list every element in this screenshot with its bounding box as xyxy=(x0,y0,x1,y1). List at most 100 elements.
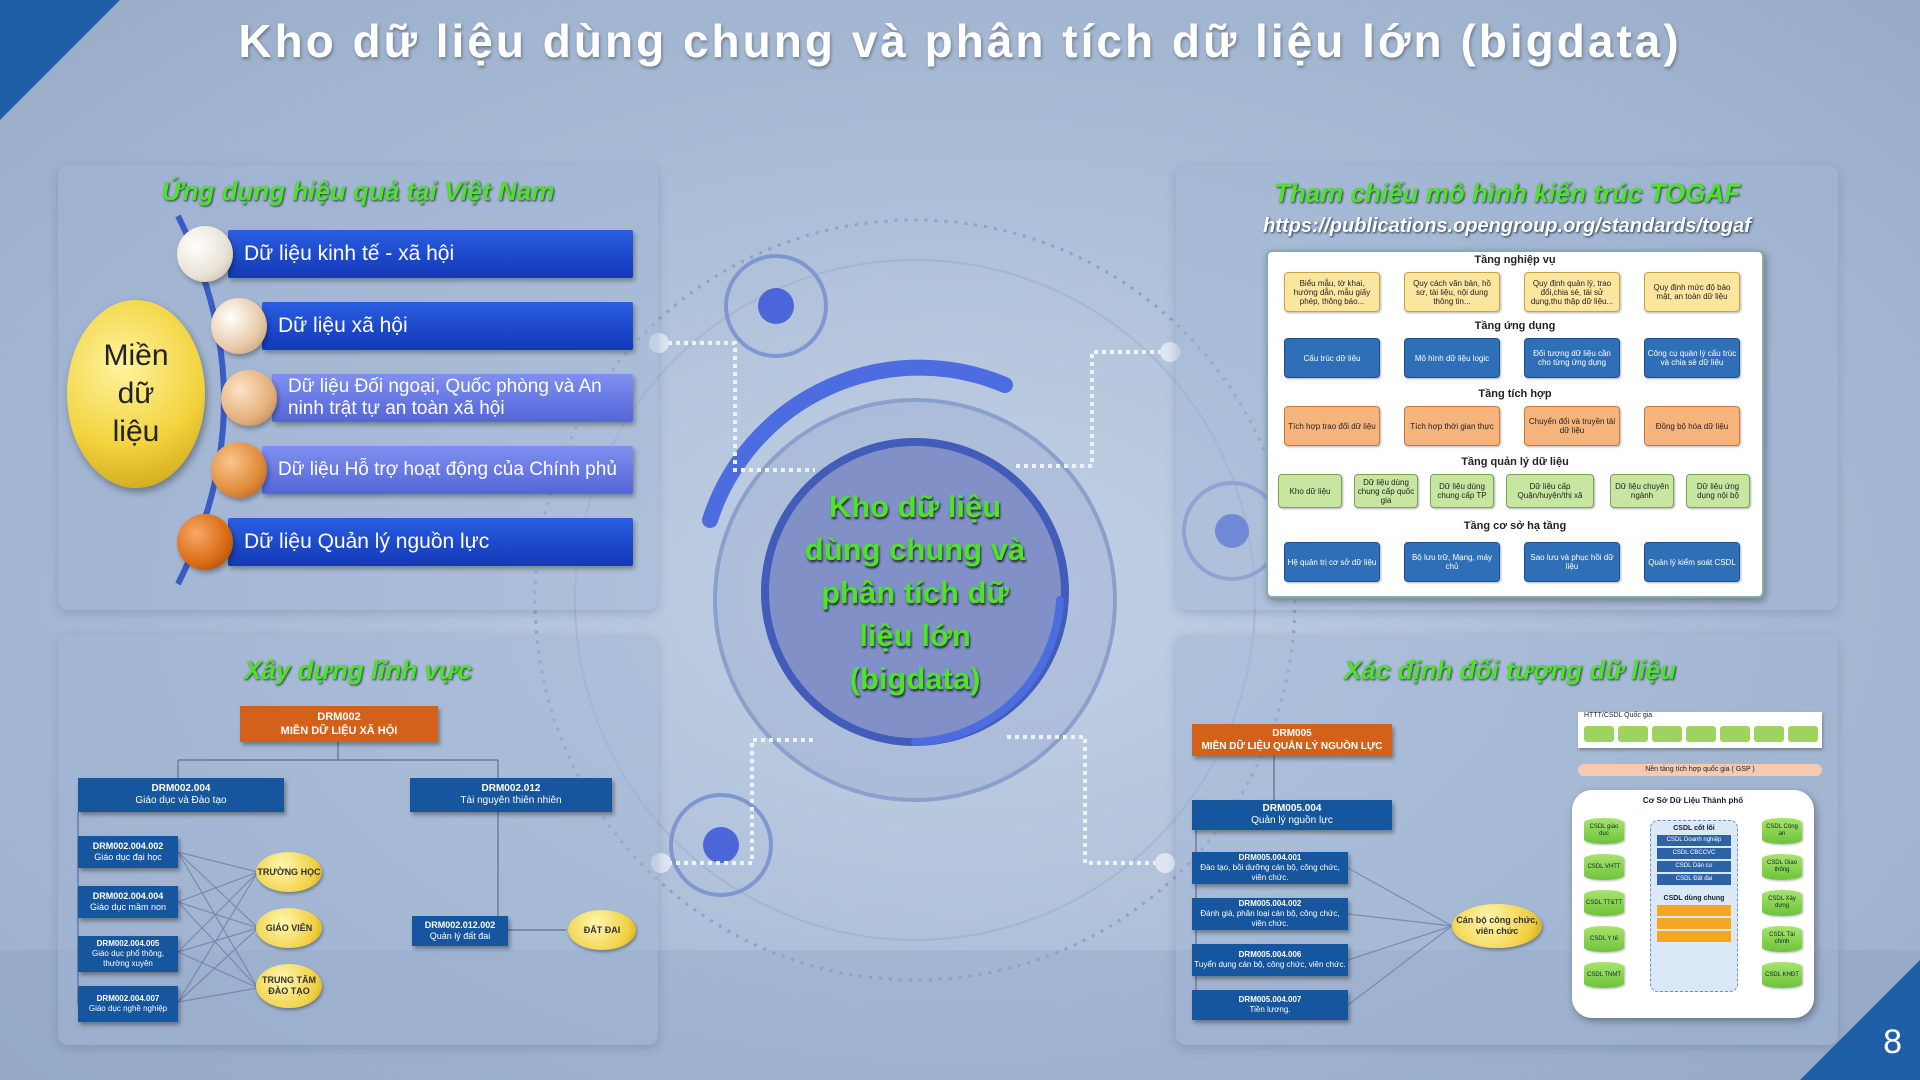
org-code: DRM002.004.004 xyxy=(92,891,164,901)
csdl-core-item: CSDL Đất đai xyxy=(1657,874,1731,885)
field-leaf: DRM002.004.007 Giáo dục nghề nghiệp xyxy=(78,986,178,1022)
togaf-box: Kho dữ liệu xyxy=(1278,474,1342,508)
domain-ball xyxy=(211,298,267,354)
object-leaf: DRM005.004.001 Đào tạo, bồi dưỡng cán bộ… xyxy=(1192,852,1348,884)
csdl-chip xyxy=(1584,726,1614,742)
object-leaf: DRM005.004.006 Tuyển dụng cán bộ, công c… xyxy=(1192,944,1348,976)
csdl-cylinder: CSDL TT&TT xyxy=(1584,890,1624,916)
object-node: DRM005.004 Quản lý nguồn lực xyxy=(1192,800,1392,830)
center-line: (bigdata) xyxy=(849,661,981,696)
csdl-national-label: HTTT/CSDL Quốc gia xyxy=(1584,712,1653,719)
field-entity-oval: TRUNG TÂM ĐÀO TẠO xyxy=(256,964,322,1008)
page-number: 8 xyxy=(1883,1023,1902,1061)
org-code: DRM002.012 xyxy=(481,783,541,794)
domain-bar: Dữ liệu Đối ngoại, Quốc phòng và An ninh… xyxy=(272,374,633,422)
field-root-box: DRM002 MIỀN DỮ LIỆU XÃ HỘI xyxy=(240,706,438,742)
togaf-box: Đồng bộ hóa dữ liệu xyxy=(1644,406,1740,446)
org-code: DRM002.004.005 xyxy=(96,939,160,948)
csdl-cylinder: CSDL VHTT xyxy=(1584,854,1624,880)
csdl-core-panel: CSDL cốt lõi CSDL Doanh nghiệp CSDL CBCC… xyxy=(1650,820,1738,992)
center-line: phân tích dữ xyxy=(821,575,1009,610)
field-leaf: DRM002.004.004 Giáo dục mầm non xyxy=(78,886,178,918)
domain-ball xyxy=(177,226,233,282)
org-name: Quản lý đất đai xyxy=(429,931,491,941)
csdl-cylinder: CSDL Công an xyxy=(1762,818,1802,844)
domain-label: Dữ liệu Đối ngoại, Quốc phòng và An ninh… xyxy=(288,376,602,419)
togaf-layer-title: Tầng cơ sở hạ tầng xyxy=(1463,520,1567,532)
csdl-core-item: CSDL Doanh nghiệp xyxy=(1657,835,1731,846)
togaf-box: Dữ liệu chuyên ngành xyxy=(1610,474,1674,508)
org-name: Giáo dục mầm non xyxy=(89,902,167,912)
panel-togaf-title: Tham chiếu mô hình kiến trúc TOGAF xyxy=(1273,178,1741,208)
org-name: Tuyển dụng cán bộ, công chức, viên chức. xyxy=(1194,960,1346,969)
togaf-diagram: Tầng nghiệp vụ Biểu mẫu, tờ khai, hướng … xyxy=(1266,250,1764,598)
domain-ball xyxy=(177,514,233,570)
data-domain-hub: Miền dữ liệu xyxy=(67,300,205,488)
togaf-box: Quy định quản lý, trao đổi,chia sẻ, tái … xyxy=(1524,272,1620,312)
togaf-layer-title: Tầng tích hợp xyxy=(1478,388,1552,400)
togaf-box: Tích hợp trao đổi dữ liệu xyxy=(1284,406,1380,446)
domain-ball xyxy=(221,370,277,426)
togaf-layer-title: Tầng nghiệp vụ xyxy=(1474,254,1556,266)
csdl-national-bar: HTTT/CSDL Quốc gia xyxy=(1578,712,1822,748)
field-entity-oval: ĐẤT ĐAI xyxy=(568,910,636,950)
field-entity-oval: TRƯỜNG HỌC xyxy=(256,852,322,892)
togaf-box: Chuyển đổi và truyền tải dữ liệu xyxy=(1524,406,1620,446)
center-line: Kho dữ liệu xyxy=(828,489,1002,524)
csdl-national-chips xyxy=(1584,726,1818,742)
domain-ball xyxy=(211,442,267,498)
togaf-box: Dữ liệu cấp Quận/huyện/thị xã xyxy=(1506,474,1594,508)
domain-label: Dữ liệu Hỗ trợ hoạt động của Chính phủ xyxy=(278,459,617,480)
object-entity-oval: Cán bộ công chức, viên chức xyxy=(1452,904,1542,948)
center-line: liệu lớn xyxy=(859,618,971,653)
field-entity-oval: GIÁO VIÊN xyxy=(256,908,322,948)
domain-bar: Dữ liệu xã hội xyxy=(262,302,633,350)
csdl-cylinder: CSDL giáo dục xyxy=(1584,818,1624,844)
csdl-cylinder: CSDL KHĐT xyxy=(1762,962,1802,988)
org-name: Quản lý nguồn lực xyxy=(1251,815,1333,826)
togaf-box: Dữ liệu dùng chung cấp TP xyxy=(1430,474,1494,508)
org-code: DRM002.004.002 xyxy=(92,841,164,851)
center-title: Kho dữ liệu dùng chung và phân tích dữ l… xyxy=(765,485,1065,700)
corner-accent-top-left xyxy=(0,0,120,120)
org-code: DRM002 xyxy=(317,711,361,723)
field-node: DRM002.004 Giáo dục và Đào tạo xyxy=(78,778,284,812)
togaf-url[interactable]: https://publications.opengroup.org/stand… xyxy=(1263,215,1751,237)
org-code: DRM002.004 xyxy=(151,783,211,794)
togaf-layer-title: Tầng quản lý dữ liệu xyxy=(1461,456,1569,468)
object-leaf: DRM005.004.007 Tiền lương. xyxy=(1192,990,1348,1020)
csdl-cylinder: CSDL Giao thông xyxy=(1762,854,1802,880)
org-name: Giáo dục nghề nghiệp xyxy=(88,1004,168,1013)
csdl-shared-item xyxy=(1657,931,1731,942)
center-line: dùng chung và xyxy=(804,532,1026,567)
togaf-layer-title: Tầng ứng dụng xyxy=(1474,320,1556,332)
page-title: Kho dữ liệu dùng chung và phân tích dữ l… xyxy=(238,15,1682,67)
hub-text: Miền xyxy=(103,339,169,372)
org-name: Tài nguyên thiên nhiên xyxy=(460,795,562,806)
field-node: DRM002.012 Tài nguyên thiên nhiên xyxy=(410,778,612,812)
org-code: DRM005.004.002 xyxy=(1238,899,1302,908)
csdl-cylinder: CSDL Y tế xyxy=(1584,926,1624,952)
gsp-bar: Nền tảng tích hợp quốc gia ( GSP ) xyxy=(1578,764,1822,776)
org-name: Đào tạo, bồi dưỡng cán bộ, công chức, vi… xyxy=(1200,863,1340,882)
org-code: DRM005.004.001 xyxy=(1238,853,1302,862)
hub-text: liệu xyxy=(112,415,160,448)
corner-accent-bottom-right xyxy=(1800,960,1920,1080)
togaf-box: Dữ liệu dùng chung cấp quốc gia xyxy=(1354,474,1418,508)
togaf-box: Hệ quản trị cơ sở dữ liệu xyxy=(1284,542,1380,582)
csdl-core-item: CSDL Dân cư xyxy=(1657,861,1731,872)
togaf-box: Đối tượng dữ liệu cần cho từng ứng dụng xyxy=(1524,338,1620,378)
org-code: DRM005.004.007 xyxy=(1238,995,1302,1004)
togaf-box: Quy cách văn bản, hồ sơ, tài liệu, nội d… xyxy=(1404,272,1500,312)
csdl-cylinder: CSDL TNMT xyxy=(1584,962,1624,988)
city-database-frame: Cơ Sở Dữ Liệu Thành phố CSDL cốt lõi CSD… xyxy=(1572,790,1814,1018)
domain-label: Dữ liệu xã hội xyxy=(278,314,408,337)
domain-bar: Dữ liệu Hỗ trợ hoạt động của Chính phủ xyxy=(262,446,633,494)
org-name: Giáo dục phổ thông, thường xuyên xyxy=(91,949,165,968)
org-name: Giáo dục và Đào tạo xyxy=(135,795,227,806)
togaf-box: Mô hình dữ liệu logic xyxy=(1404,338,1500,378)
org-code: DRM005 xyxy=(1272,728,1312,739)
object-leaf: DRM005.004.002 Đánh giá, phân loại cán b… xyxy=(1192,898,1348,930)
csdl-chip xyxy=(1618,726,1648,742)
field-leaf: DRM002.012.002 Quản lý đất đai xyxy=(412,916,508,946)
